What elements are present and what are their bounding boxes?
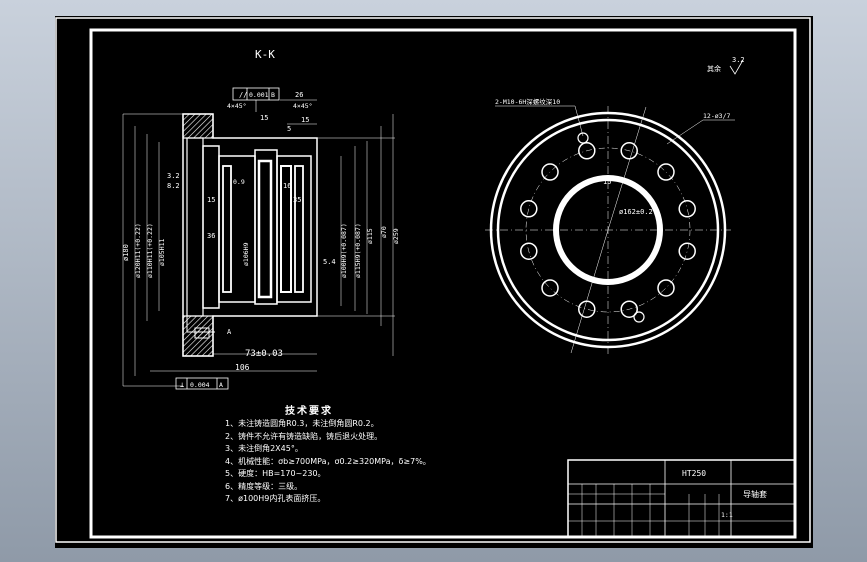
outer-frame: [55, 17, 811, 543]
chamfer-a: 4×45°: [227, 102, 247, 110]
roughness-label: 其余: [707, 64, 721, 73]
dim-0-9: 0.9: [233, 178, 245, 186]
dim-100: ø100H9(+0.087): [340, 223, 348, 278]
dim-15: 15: [207, 196, 215, 204]
note-item: 7、ø100H9内孔表面挤压。: [225, 494, 326, 503]
tol-flat: 0.001: [249, 91, 269, 99]
dim-5-4: 5.4: [323, 258, 336, 266]
tol-perp-datum: A: [219, 381, 223, 389]
angle-label: 15°: [603, 178, 616, 186]
chamfer-b: 4×45°: [293, 102, 313, 110]
note-item: 5、硬度：HB=170~230。: [225, 469, 326, 478]
bolt-hole: [520, 200, 538, 218]
tol-perp: 0.004: [190, 381, 210, 389]
dim-8-2: 8.2: [167, 182, 180, 190]
bolt-hole: [578, 300, 596, 318]
note-item: 4、机械性能：σb≥700MPa，σ0.2≥320MPa，δ≥7%。: [225, 456, 431, 466]
dim-outer: ø180: [122, 244, 130, 261]
inner-frame: [89, 28, 797, 539]
dim-36: 36: [207, 232, 215, 240]
note-item: 3、未注倒角2X45°。: [225, 444, 303, 453]
dim-26: 26: [295, 91, 303, 99]
notes-title: 技术要求: [285, 406, 333, 417]
svg-text:⊥: ⊥: [180, 381, 184, 389]
bolt-hole-pattern: [520, 142, 696, 318]
dim-70: ø70: [380, 226, 388, 238]
holes-label: 2-M10-6H深螺纹深10: [495, 97, 560, 106]
dim-15b: 15: [301, 116, 309, 124]
material-label: HT250: [682, 469, 706, 478]
dim-15a: 15: [260, 114, 268, 122]
dim-105: ø105H11: [158, 239, 166, 266]
dim-3-2: 3.2: [167, 172, 180, 180]
section-label: K-K: [255, 48, 275, 61]
drawing-viewport[interactable]: K-K 其余 3.2 // 0.001 B 4×45° 4×45° 26 15 …: [55, 16, 813, 548]
bolt-hole: [678, 242, 696, 260]
note-item: 2、铸件不允许有铸造缺陷，铸后退火处理。: [225, 431, 383, 441]
technical-notes: 1、未注铸造圆角R0.3，未注倒角圆R0.2。 2、铸件不允许有铸造缺陷，铸后退火…: [225, 418, 431, 506]
part-name: 导轴套: [743, 489, 767, 499]
scale-label: 1:1: [721, 511, 733, 519]
dim-115b: ø115: [366, 228, 374, 244]
bolt-hole: [578, 142, 596, 160]
len-73: 73±0.03: [245, 349, 283, 359]
title-block: HT250 导轴套 1:1: [567, 459, 796, 538]
bolt-hole: [541, 279, 559, 297]
bolt-hole: [620, 142, 638, 160]
dim-16: 16: [283, 182, 291, 190]
bolt-hole: [678, 200, 696, 218]
note-item: 6、精度等级：三级。: [225, 481, 303, 491]
bolt-hole: [541, 163, 559, 181]
bolt-hole: [657, 163, 675, 181]
face-a-label: A: [227, 328, 232, 336]
dim-p: ø259: [392, 228, 400, 244]
dim-115: ø115H9(+0.087): [354, 223, 362, 278]
svg-text://: //: [239, 91, 247, 99]
bolt-hole: [657, 279, 675, 297]
dim-106: ø106H9: [242, 242, 250, 266]
pcd-label: ø162±0.2: [619, 208, 653, 216]
dim-120: ø120H11(+0.22): [134, 223, 142, 278]
tol-flat-datum: B: [271, 91, 275, 99]
dim-110: ø110H11(+0.22): [146, 223, 154, 278]
len-106: 106: [235, 363, 250, 372]
bolt-label: 12-ø3/7: [703, 112, 730, 120]
dim-35: 35: [293, 196, 301, 204]
note-item: 1、未注铸造圆角R0.3，未注倒角圆R0.2。: [225, 419, 379, 428]
dim-5: 5: [287, 125, 291, 133]
section-view: K-K 其余 3.2 // 0.001 B 4×45° 4×45° 26 15 …: [122, 48, 745, 390]
roughness-value: 3.2: [732, 56, 745, 64]
bolt-hole: [520, 242, 538, 260]
bolt-hole: [620, 300, 638, 318]
cad-drawing: K-K 其余 3.2 // 0.001 B 4×45° 4×45° 26 15 …: [55, 17, 811, 543]
plan-view: 2-M10-6H深螺纹深10 12-ø3/7 ø162±0.2 15°: [485, 97, 735, 354]
